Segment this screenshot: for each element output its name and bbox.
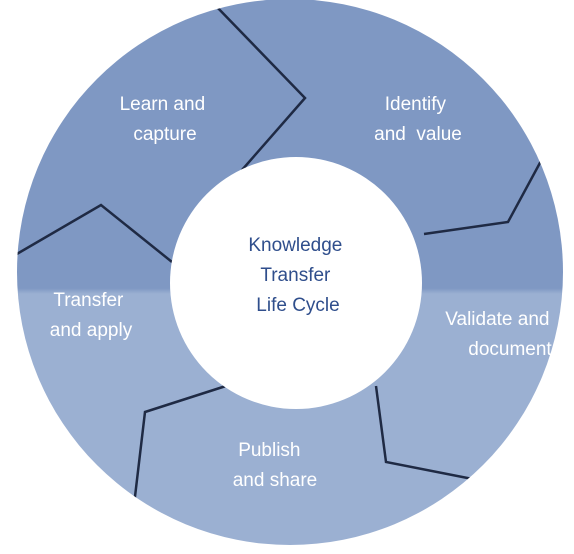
stage-transfer-line-2: and apply xyxy=(50,320,133,341)
stage-transfer-line-1: Transfer xyxy=(53,290,124,311)
stage-transfer-and-apply: Transfer and apply xyxy=(50,290,133,341)
stage-validate-line-2: document xyxy=(468,339,552,360)
center-title-line-3: Life Cycle xyxy=(256,295,339,316)
center-title-line-2: Transfer xyxy=(260,265,331,286)
stage-learn-and-capture: Learn and capture xyxy=(120,94,211,145)
center-title-line-1: Knowledge xyxy=(248,235,342,256)
stage-validate-line-1: Validate and xyxy=(445,309,549,330)
divider-validate-publish xyxy=(374,385,499,486)
stage-publish-line-1: Publish xyxy=(238,440,300,461)
divider-transfer-learn xyxy=(17,203,173,263)
center-circle xyxy=(170,157,422,409)
center-title: Knowledge Transfer Life Cycle xyxy=(248,235,347,316)
divider-learn-identify xyxy=(214,4,307,171)
stage-identify-line-1: Identify xyxy=(385,94,447,115)
stage-publish-line-2: and share xyxy=(233,470,318,491)
stage-publish-and-share: Publish and share xyxy=(233,440,318,491)
stage-validate-and-document: Validate and document xyxy=(445,309,555,360)
stage-learn-line-2: capture xyxy=(133,124,196,145)
stage-identify-line-2: and value xyxy=(374,124,462,145)
stage-identify-and-value: Identify and value xyxy=(374,94,462,145)
stage-learn-line-1: Learn and xyxy=(120,94,206,115)
divider-identify-validate xyxy=(423,147,550,236)
divider-publish-transfer xyxy=(132,383,230,506)
